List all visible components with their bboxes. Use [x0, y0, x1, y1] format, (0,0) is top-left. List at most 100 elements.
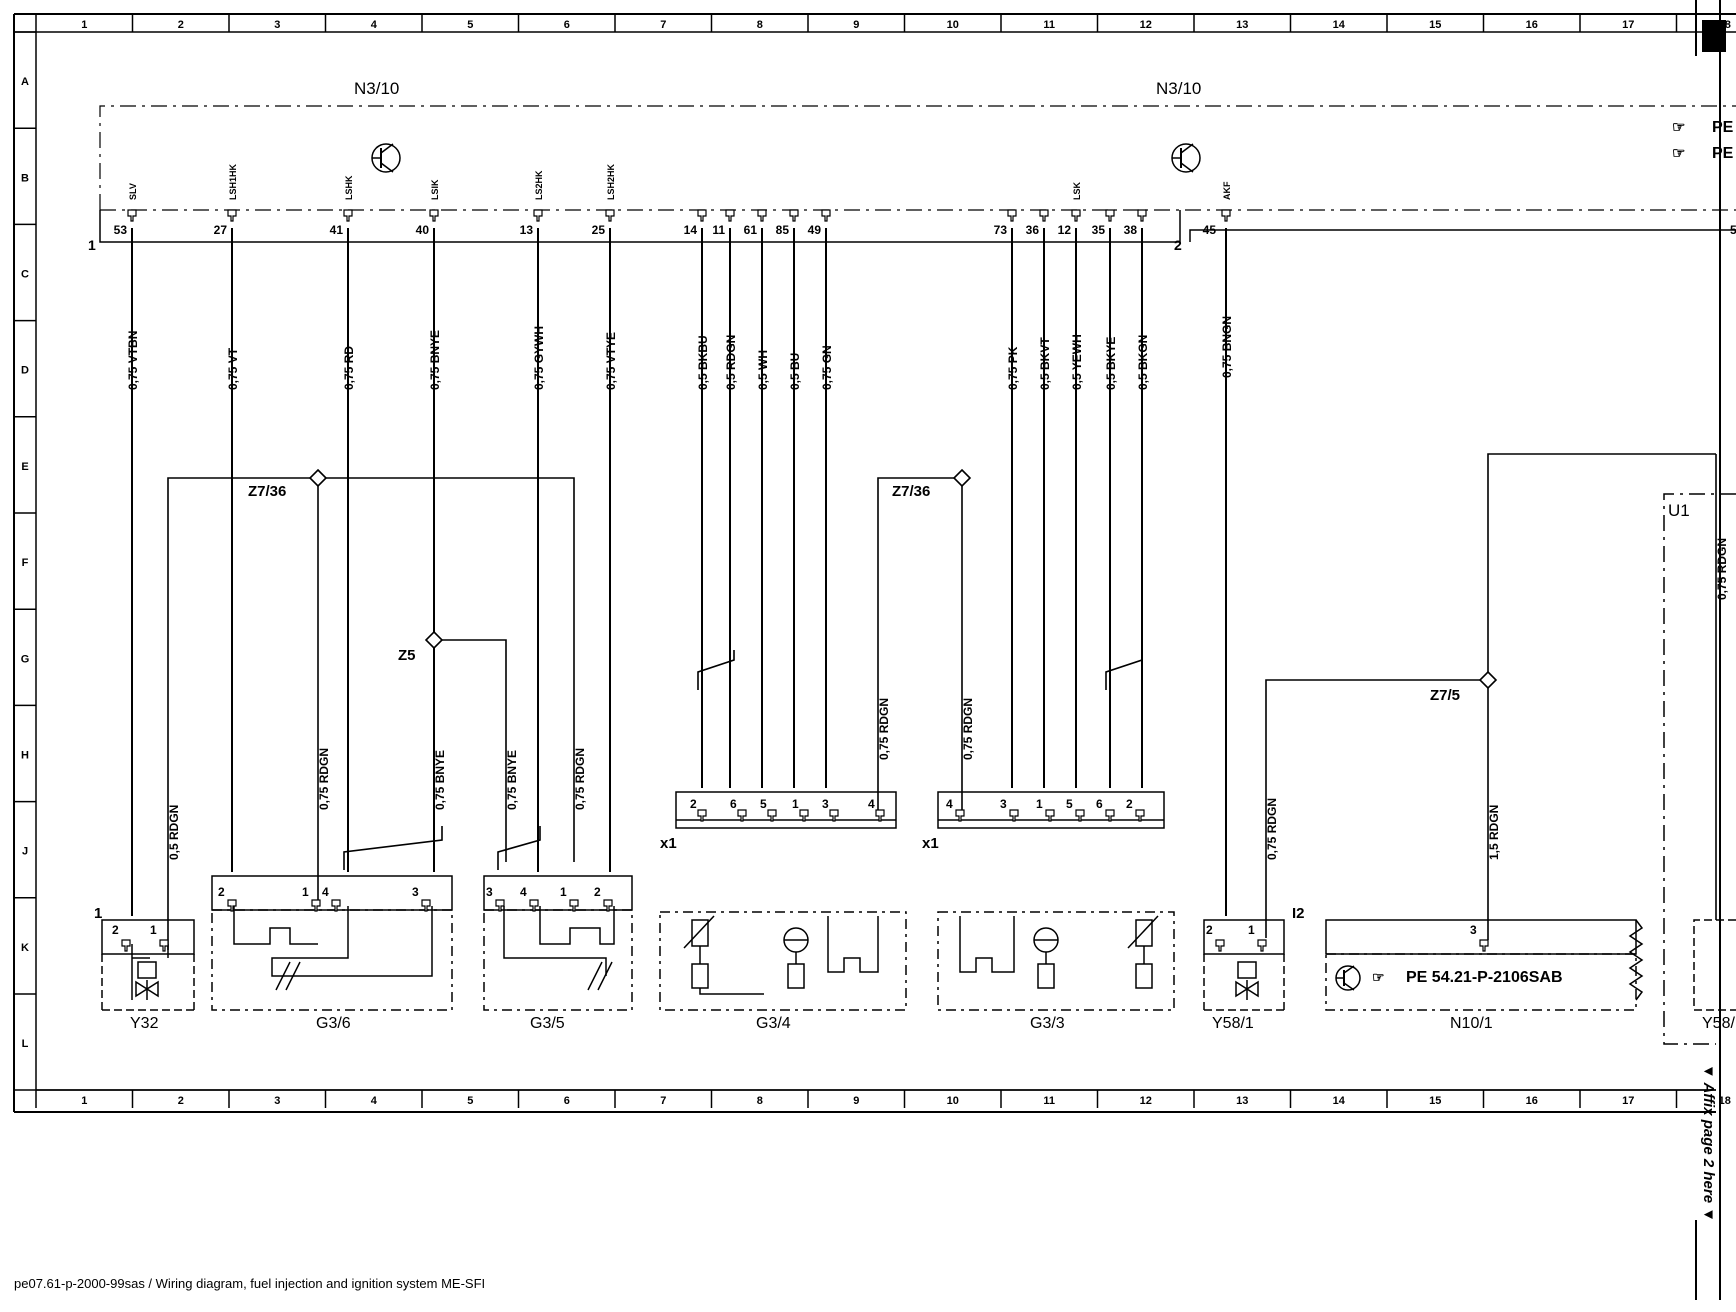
grid-column-label: 16 — [1526, 19, 1538, 31]
component-pin-number: 4 — [322, 885, 329, 899]
grid-column-label: 1 — [81, 1095, 87, 1107]
grid-row-label: B — [21, 172, 29, 184]
svg-text:38: 38 — [1124, 223, 1138, 237]
grid-column-label: 1 — [81, 19, 87, 31]
component-label: G3/5 — [530, 1015, 565, 1032]
footer-caption: pe07.61-p-2000-99sas / Wiring diagram, f… — [14, 1276, 486, 1291]
component-pin-number: 1 — [302, 885, 309, 899]
splice-z736-left — [167, 468, 575, 950]
x1-pin-number: 5 — [1066, 797, 1073, 811]
component-pin-number: 2 — [1206, 923, 1213, 937]
grid-column-label: 17 — [1622, 19, 1634, 31]
grid-column-label: 12 — [1140, 19, 1152, 31]
component-pin-number: 4 — [520, 885, 527, 899]
x1-pin-number: 3 — [822, 797, 829, 811]
x1-label: x1 — [922, 835, 939, 852]
module-label-right: N3/10 — [1156, 79, 1201, 98]
pin-49: 490,75 GN — [808, 209, 834, 390]
component-label: Y32 — [130, 1015, 159, 1032]
splice-label: Z7/36 — [892, 483, 930, 500]
grid-column-label: 16 — [1526, 1095, 1538, 1107]
svg-text:LSHK: LSHK — [344, 175, 354, 200]
component-pin-number: 3 — [1470, 923, 1477, 937]
grid-column-label: 18 — [1719, 1095, 1731, 1107]
svg-text:0,75 RDGN: 0,75 RDGN — [317, 748, 331, 810]
svg-text:27: 27 — [214, 223, 228, 237]
grid-column-label: 14 — [1333, 19, 1346, 31]
grid-column-label: 5 — [467, 1095, 473, 1107]
module-label-left: N3/10 — [354, 79, 399, 98]
svg-text:14: 14 — [684, 223, 698, 237]
svg-text:45: 45 — [1203, 223, 1217, 237]
grid-column-label: 3 — [274, 1095, 280, 1107]
grid-column-label: 9 — [853, 19, 859, 31]
pin-38: 380,5 BKGN — [1124, 209, 1150, 390]
svg-text:LSH2HK: LSH2HK — [606, 163, 616, 200]
component-pin-number: 2 — [594, 885, 601, 899]
sensor-g34 — [659, 911, 907, 1011]
component-pin-number: 2 — [112, 923, 119, 937]
svg-text:☞: ☞ — [1672, 145, 1685, 162]
pin-85: 850,5 BU — [776, 209, 802, 390]
svg-text:SLV: SLV — [128, 183, 138, 200]
splice-label: Z7/36 — [248, 483, 286, 500]
grid-row-label: A — [21, 76, 29, 88]
svg-text:LS2HK: LS2HK — [534, 170, 544, 200]
grid-column-label: 2 — [178, 19, 184, 31]
grid-column-label: 14 — [1333, 1095, 1346, 1107]
grid-column-label: 3 — [274, 19, 280, 31]
page-ref-1: ☞ PE — [1672, 119, 1734, 136]
grid-column-label: 15 — [1429, 1095, 1441, 1107]
component-pin-number: 3 — [486, 885, 493, 899]
svg-text:85: 85 — [776, 223, 790, 237]
svg-text:0,75 RDGN: 0,75 RDGN — [1265, 798, 1279, 860]
affix-note: ▼ Affix page 2 here ▼ — [1695, 0, 1726, 1300]
svg-text:0,75 BNYE: 0,75 BNYE — [433, 750, 447, 810]
svg-text:LSIK: LSIK — [430, 179, 440, 200]
grid-column-label: 4 — [371, 1095, 378, 1107]
component-label: Y58/1 — [1212, 1015, 1254, 1032]
svg-text:40: 40 — [416, 223, 430, 237]
svg-text:☞: ☞ — [1672, 119, 1685, 136]
component-pin-number: 1 — [1248, 923, 1255, 937]
connector-label-right: 2 — [1174, 237, 1182, 253]
component-label: G3/4 — [756, 1015, 791, 1032]
svg-text:25: 25 — [592, 223, 606, 237]
grid-column-label: 10 — [947, 1095, 959, 1107]
pin-35: 350,5 BKYE — [1092, 209, 1118, 390]
grid-column-label: 12 — [1140, 1095, 1152, 1107]
svg-text:PE: PE — [1712, 145, 1734, 162]
x1-pin-number: 4 — [946, 797, 953, 811]
grid-column-label: 6 — [564, 1095, 570, 1107]
component-label: N10/1 — [1450, 1015, 1493, 1032]
component-pin-number: 2 — [218, 885, 225, 899]
grid-row-label: J — [22, 846, 28, 858]
svg-text:36: 36 — [1026, 223, 1040, 237]
grid-column-label: 13 — [1236, 19, 1248, 31]
sensor-g36 — [211, 875, 453, 1011]
svg-text:53: 53 — [114, 223, 128, 237]
splice-z75 — [1265, 453, 1716, 940]
svg-text:PE: PE — [1712, 119, 1734, 136]
x1-label: x1 — [660, 835, 677, 852]
component-pin-number: 1 — [150, 923, 157, 937]
x1-pin-number: 6 — [1096, 797, 1103, 811]
module-n101 — [1325, 919, 1644, 1011]
x1-pin-number: 4 — [868, 797, 875, 811]
grid-column-label: 10 — [947, 19, 959, 31]
component-pin-number: 1 — [560, 885, 567, 899]
svg-text:PE 54.21-P-2106SAB: PE 54.21-P-2106SAB — [1406, 969, 1563, 986]
svg-text:▼ Affix page 2 here ▼: ▼ Affix page 2 here ▼ — [1700, 1064, 1717, 1222]
svg-text:☞: ☞ — [1372, 969, 1385, 985]
svg-text:35: 35 — [1092, 223, 1106, 237]
drawing-frame — [13, 13, 1736, 1113]
connector-x1-left — [675, 791, 897, 829]
svg-text:5: 5 — [1730, 223, 1736, 237]
svg-text:LSK: LSK — [1072, 181, 1082, 200]
grid-row-label: E — [21, 461, 28, 473]
x1-pin-number: 2 — [1126, 797, 1133, 811]
